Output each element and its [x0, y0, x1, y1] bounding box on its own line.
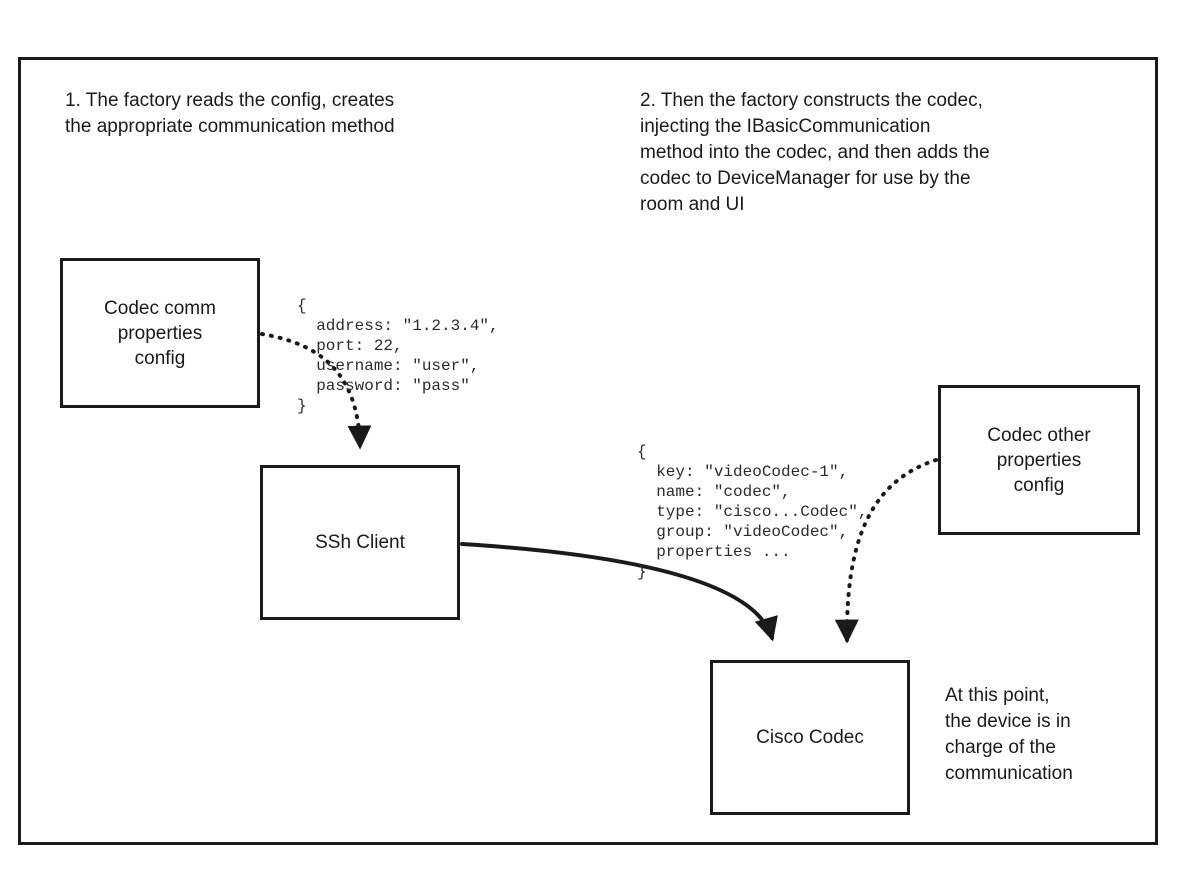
annotation-endpoint-note: At this point, the device is in charge o… [945, 685, 1073, 784]
box-ssh-client-label: SSh Client [315, 532, 405, 553]
diagram-border [18, 57, 1158, 845]
annotation-step-2: 2. Then the factory constructs the codec… [640, 90, 990, 215]
box-cisco-codec: Cisco Codec [710, 660, 910, 815]
box-codec-comm-properties-config-label: Codec comm properties config [104, 297, 216, 369]
box-ssh-client: SSh Client [260, 465, 460, 620]
annotation-step-1: 1. The factory reads the config, creates… [65, 90, 395, 137]
box-codec-comm-properties-config: Codec comm properties config [60, 258, 260, 408]
box-cisco-codec-label: Cisco Codec [756, 727, 864, 748]
code-comm-properties-json: { address: "1.2.3.4", port: 22, username… [297, 297, 499, 415]
code-codec-properties-json: { key: "videoCodec-1", name: "codec", ty… [637, 443, 868, 581]
box-codec-other-properties-config: Codec other properties config [938, 385, 1140, 535]
box-codec-other-properties-config-label: Codec other properties config [987, 424, 1091, 496]
